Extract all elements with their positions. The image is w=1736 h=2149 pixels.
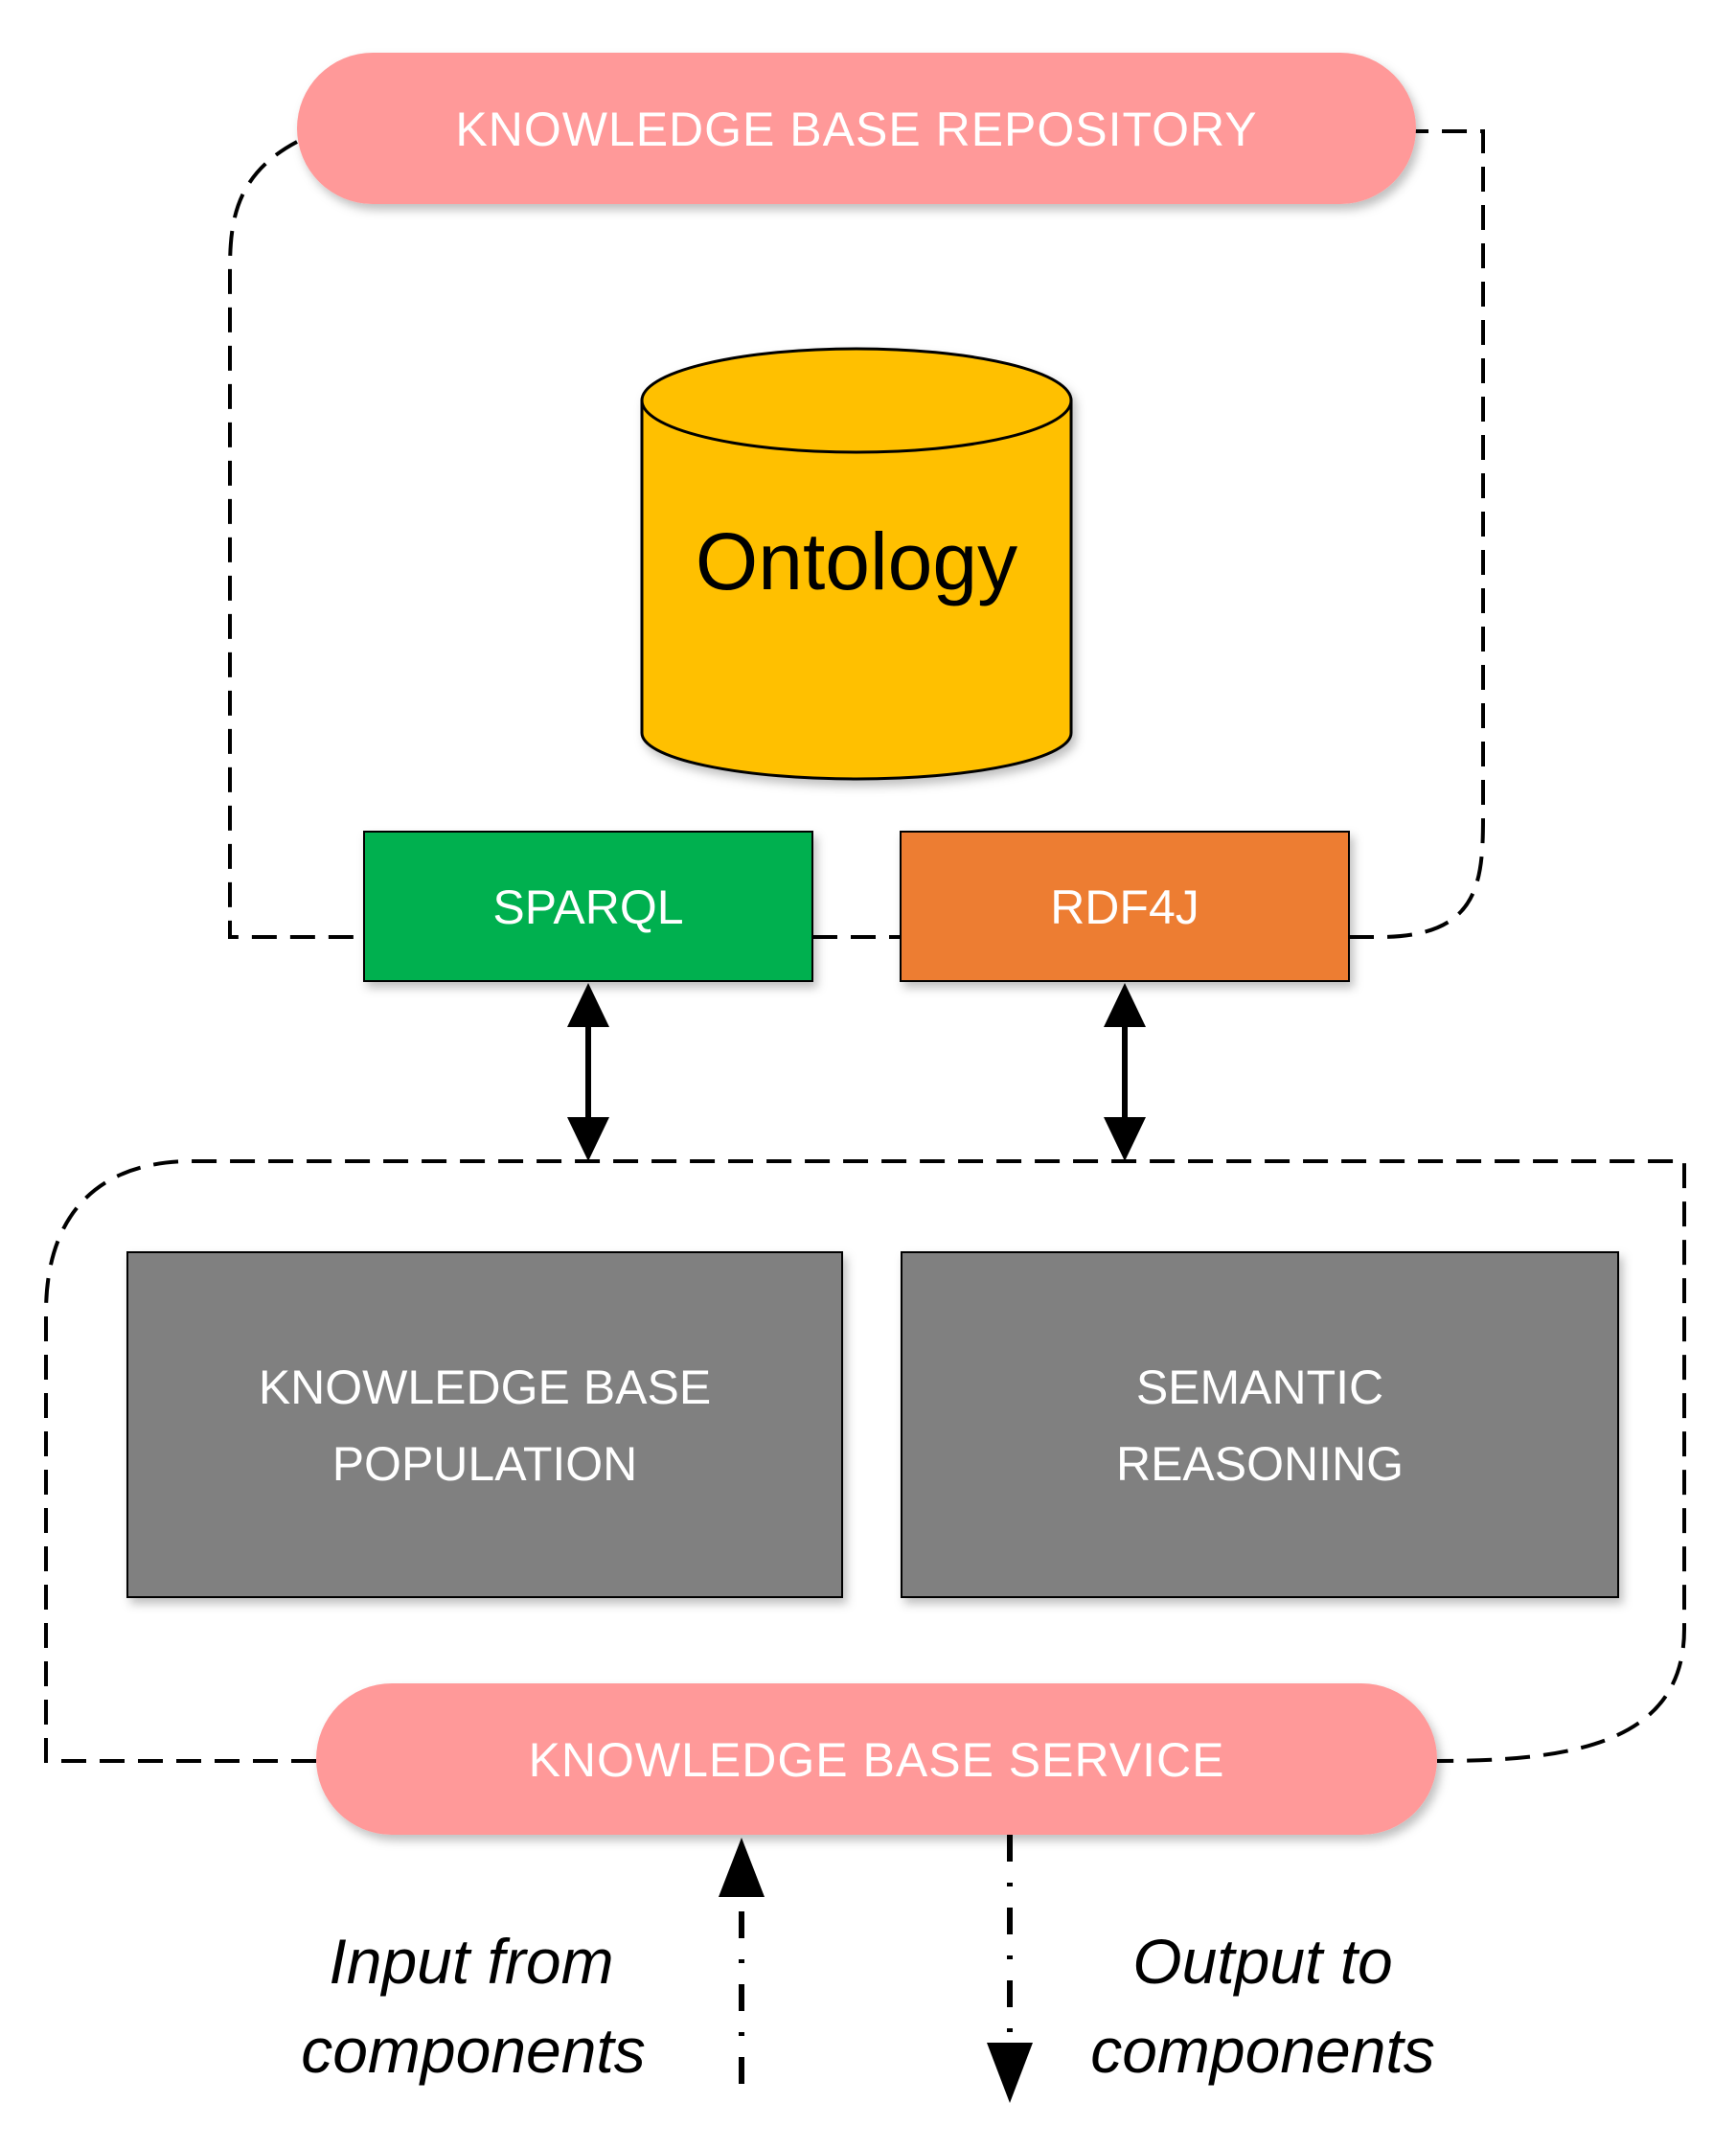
input-label-line1: Input from	[329, 1926, 613, 1997]
rdf4j-double-arrow	[1104, 983, 1146, 1161]
service-pill	[316, 1683, 1437, 1835]
service-boundary	[44, 1159, 1686, 1763]
repository-boundary	[228, 129, 1485, 939]
repository-title: KNOWLEDGE BASE REPOSITORY	[455, 103, 1257, 156]
output-arrow	[987, 1835, 1033, 2103]
reasoning-label-line2: REASONING	[1116, 1437, 1404, 1491]
sparql-box	[363, 831, 813, 982]
ontology-cylinder	[640, 347, 1073, 781]
rdf4j-box	[900, 831, 1350, 982]
output-label-line2: components	[1090, 2015, 1435, 2086]
reasoning-module	[901, 1251, 1619, 1598]
population-label-line1: KNOWLEDGE BASE	[259, 1360, 711, 1414]
rdf4j-label: RDF4J	[1050, 880, 1199, 934]
reasoning-label-line1: SEMANTIC	[1136, 1360, 1383, 1414]
population-module	[126, 1251, 843, 1598]
output-label-line1: Output to	[1132, 1926, 1393, 1997]
repository-pill	[297, 53, 1416, 204]
input-label-line2: components	[301, 2015, 646, 2086]
population-label-line2: POPULATION	[332, 1437, 638, 1491]
input-arrow	[719, 1838, 765, 2084]
sparql-label: SPARQL	[492, 880, 683, 934]
service-title: KNOWLEDGE BASE SERVICE	[529, 1733, 1225, 1787]
sparql-double-arrow	[567, 983, 609, 1161]
ontology-label: Ontology	[696, 516, 1017, 606]
